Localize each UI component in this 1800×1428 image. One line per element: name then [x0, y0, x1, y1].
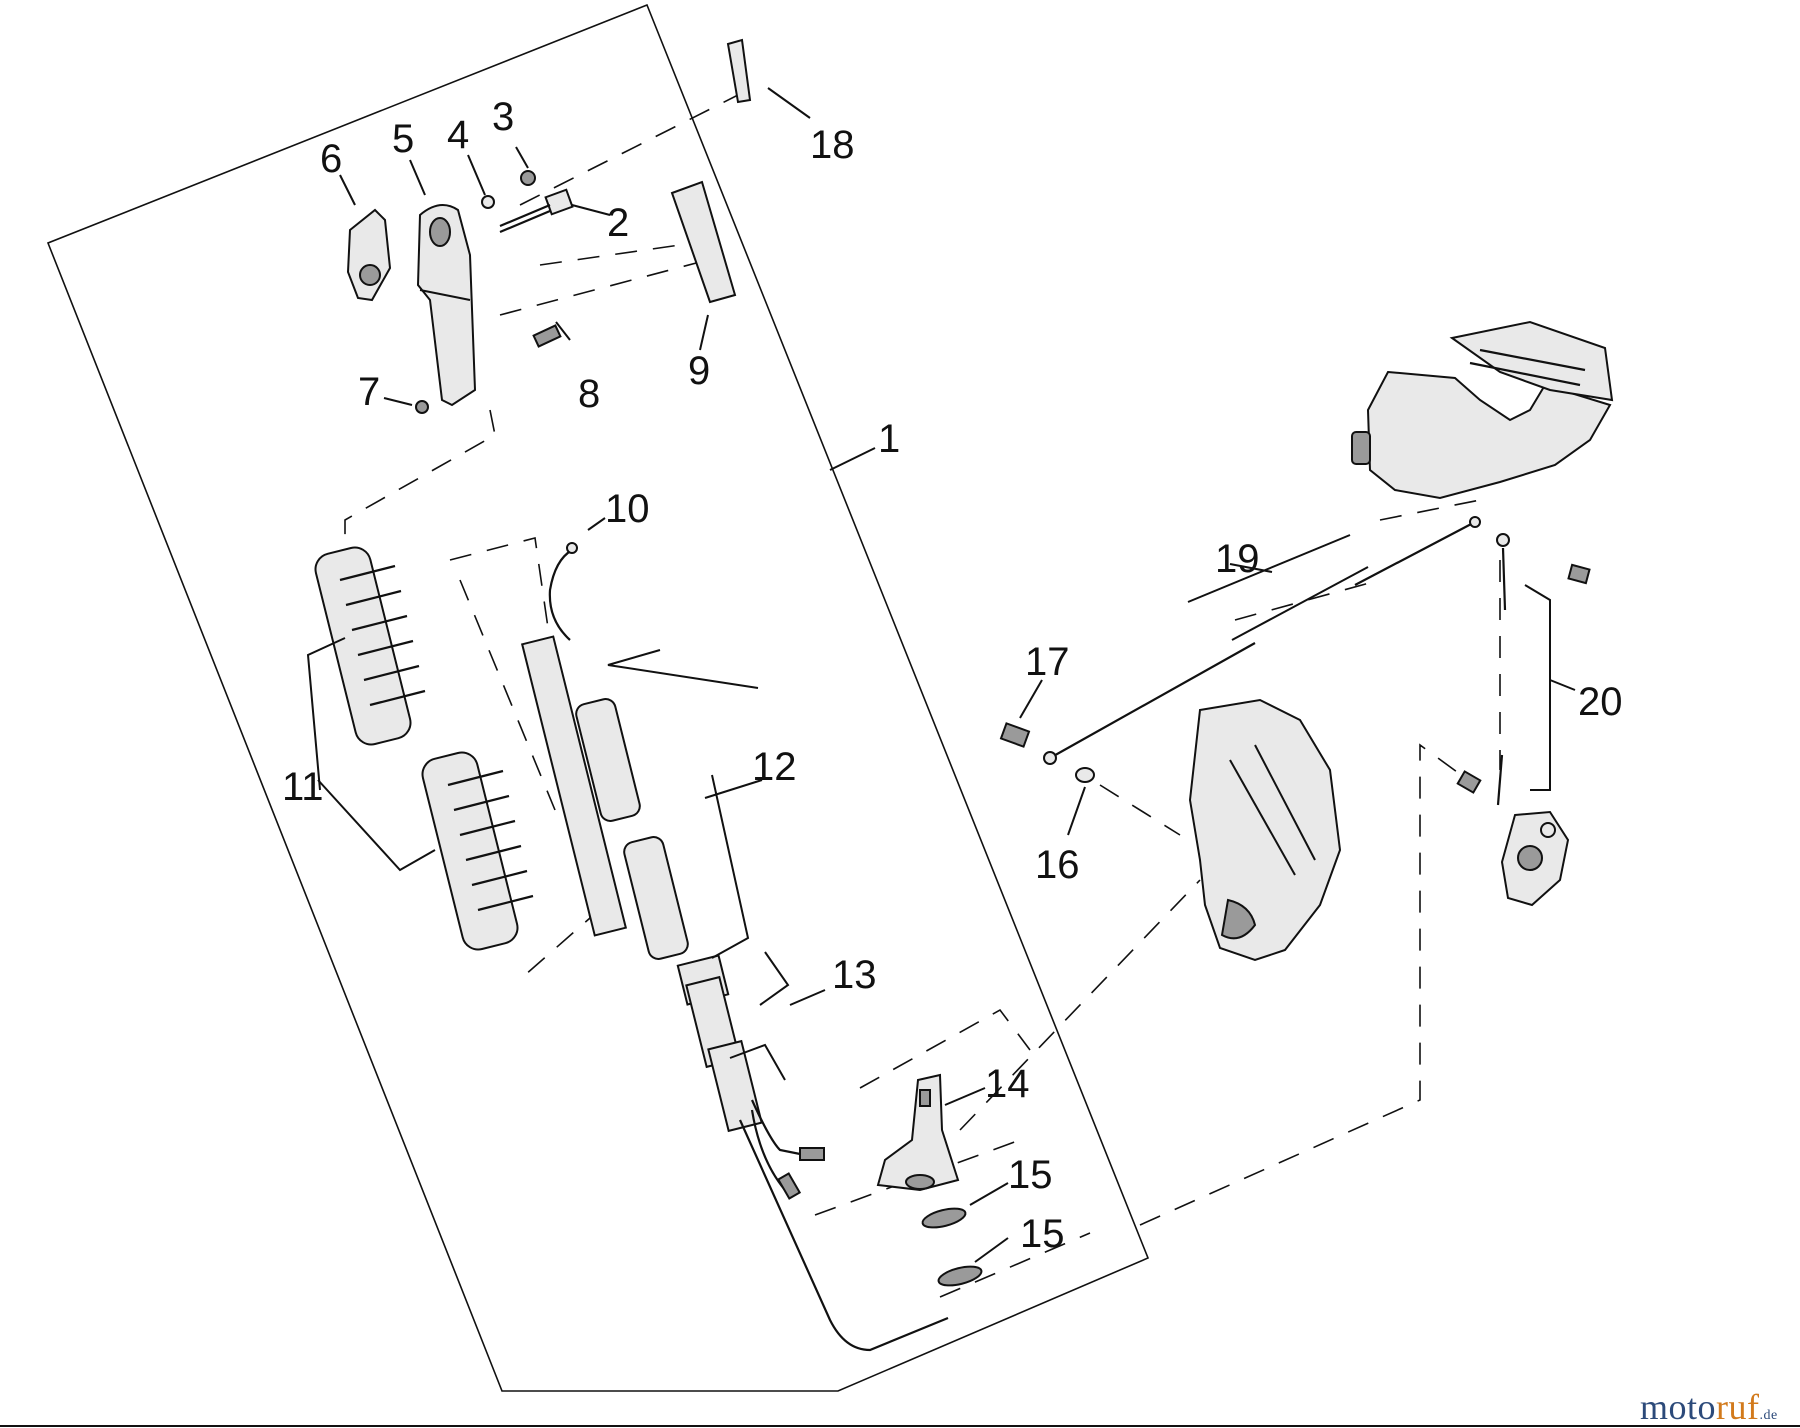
watermark-part-3: .de [1759, 1408, 1778, 1423]
callout-17: 17 [1025, 640, 1070, 684]
callout-6: 6 [320, 137, 342, 181]
throttle-cover-6 [346, 208, 392, 302]
callout-9: 9 [688, 349, 710, 393]
callout-7: 7 [358, 370, 380, 414]
bracket-14 [876, 1073, 960, 1192]
throttle-cable-19 [1043, 516, 1591, 765]
callout-3: 3 [492, 95, 514, 139]
assembly-frame [46, 3, 1150, 1392]
callout-16: 16 [1035, 843, 1080, 887]
callout-labels: 1 2 3 4 5 6 7 8 9 10 11 12 13 14 15 15 1… [282, 95, 1623, 1256]
callout-20: 20 [1578, 680, 1623, 724]
carburetor [1500, 810, 1570, 907]
decal-9 [670, 180, 737, 304]
shaft-assembly [520, 542, 949, 1352]
callout-10: 10 [605, 487, 650, 531]
callout-1: 1 [878, 417, 900, 461]
decal-18 [726, 38, 752, 104]
washer-16 [1075, 767, 1095, 783]
callout-15-b: 15 [1020, 1212, 1065, 1256]
handle-5 [416, 204, 477, 407]
callout-12: 12 [752, 745, 797, 789]
callout-8: 8 [578, 372, 600, 416]
bolt-17 [999, 722, 1031, 748]
callout-11: 11 [282, 765, 324, 809]
callout-4: 4 [447, 113, 469, 157]
watermark-part-2: ruf [1716, 1387, 1760, 1427]
leader-lines [306, 87, 1576, 1263]
washer-15b [937, 1265, 983, 1287]
hardware-small [415, 170, 574, 414]
engine-housing [1188, 698, 1342, 962]
callout-2: 2 [607, 201, 629, 245]
grip-ribs [339, 564, 534, 912]
callout-15-a: 15 [1008, 1153, 1053, 1197]
callout-5: 5 [392, 117, 414, 161]
motoruf-watermark: motoruf.de [1640, 1386, 1778, 1428]
callout-13: 13 [832, 953, 877, 997]
watermark-part-1: moto [1640, 1387, 1717, 1427]
grip-11 [314, 546, 534, 951]
callout-19: 19 [1215, 537, 1260, 581]
alignment-lines [344, 94, 1501, 1298]
linkage-20 [1456, 754, 1504, 806]
callout-18: 18 [810, 123, 855, 167]
washer-15a [921, 1207, 967, 1229]
engine-cover [1351, 320, 1614, 500]
callout-14: 14 [985, 1062, 1030, 1106]
